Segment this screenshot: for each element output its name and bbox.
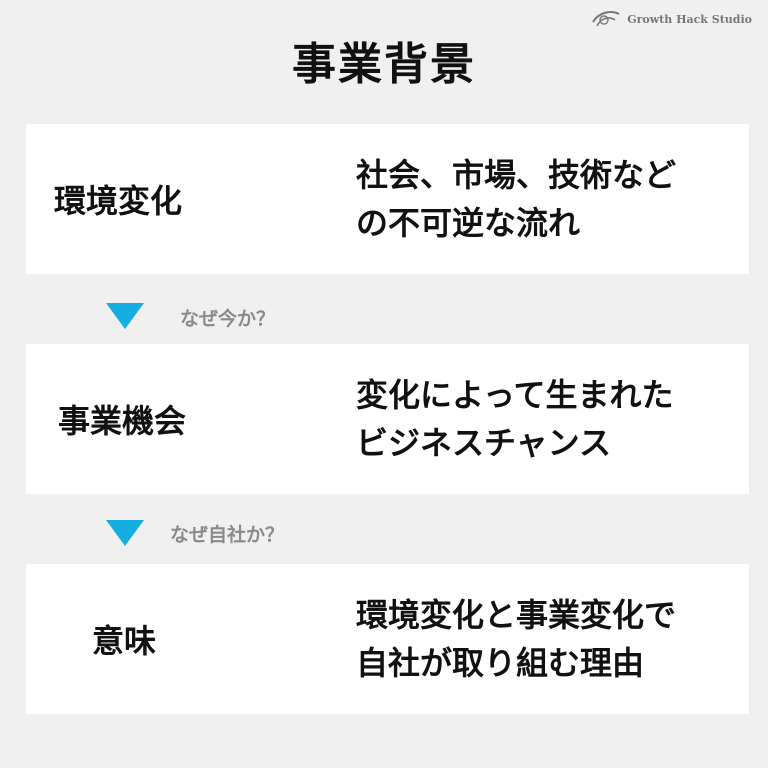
card-business-opportunity: 事業機会 変化によって生まれた ビジネスチャンス (26, 344, 749, 494)
card-description: 環境変化と事業変化で 自社が取り組む理由 (356, 564, 736, 714)
page-title: 事業背景 (292, 39, 476, 90)
brand-name: Growth Hack Studio (627, 12, 752, 26)
connector-question: なぜ自社か？ (170, 524, 285, 546)
card-label: 意味 (92, 622, 157, 660)
card-description-line: の不可逆な流れ (356, 204, 581, 242)
card-meaning: 意味 環境変化と事業変化で 自社が取り組む理由 (26, 564, 749, 714)
brand-logo: Growth Hack Studio (591, 8, 752, 30)
card-description-line: 環境変化と事業変化で (356, 596, 677, 634)
card-description-line: ビジネスチャンス (356, 424, 612, 462)
card-description-line: 自社が取り組む理由 (356, 644, 645, 682)
card-description-line: 変化によって生まれた (356, 376, 674, 414)
card-description: 変化によって生まれた ビジネスチャンス (356, 344, 736, 494)
down-triangle-icon (106, 303, 144, 329)
card-description-line: 社会、市場、技術など (356, 156, 677, 194)
card-label: 事業機会 (58, 402, 187, 440)
swoosh-logo-icon (592, 11, 620, 27)
down-triangle-icon (106, 520, 144, 546)
connector-question: なぜ今か？ (180, 308, 276, 330)
card-description: 社会、市場、技術など の不可逆な流れ (356, 124, 736, 274)
card-environment-change: 環境変化 社会、市場、技術など の不可逆な流れ (26, 124, 749, 274)
card-label: 環境変化 (54, 182, 183, 220)
